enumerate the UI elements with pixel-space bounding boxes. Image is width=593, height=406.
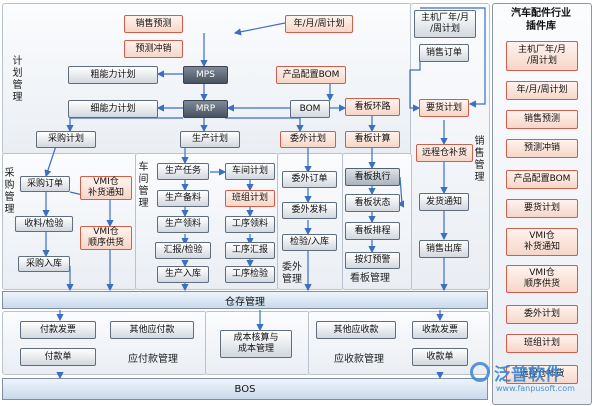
- outsource-order-box[interactable]: 委外订单: [282, 171, 337, 188]
- andon-alert-box[interactable]: 按灯预警: [345, 252, 400, 269]
- plugin-team-plan[interactable]: 班组计划: [506, 334, 578, 353]
- receivables-label: 应收款管理: [334, 354, 384, 365]
- kanban-loop-box[interactable]: 看板环路: [345, 98, 400, 116]
- production-task-box[interactable]: 生产任务: [157, 163, 209, 180]
- payables-label: 应付款管理: [128, 354, 178, 365]
- plugin-remote-replenish[interactable]: 远程仓补货: [506, 365, 578, 384]
- kanban-exec-box[interactable]: 看板执行: [345, 168, 400, 186]
- required-plan-box[interactable]: 要货计划: [419, 99, 469, 117]
- watermark-brand: 泛普软件: [494, 365, 562, 385]
- outsource-plan-box[interactable]: 委外计划: [280, 131, 336, 148]
- plugin-forecast-offset[interactable]: 预测冲销: [506, 139, 578, 158]
- sales-forecast-box[interactable]: 销售预测: [124, 15, 183, 33]
- watermark: 泛普软件 www.fanpusoft.com: [470, 360, 588, 404]
- purchasing-label: 采购管理: [4, 168, 15, 215]
- op-report-box[interactable]: 工序汇报: [225, 242, 275, 259]
- forecast-offset-box[interactable]: 预测冲销: [124, 40, 183, 58]
- planning-label: 计划管理: [12, 56, 23, 103]
- bos-bar[interactable]: BOS: [2, 378, 488, 400]
- plugin-vmi-notice[interactable]: VMI仓 补货通知: [506, 228, 578, 256]
- receive-inspect-box[interactable]: 收料/检验: [15, 216, 73, 232]
- workshop-label: 车间管理: [138, 162, 149, 209]
- plugin-vmi-supply[interactable]: VMI仓 顺序供货: [506, 265, 578, 293]
- watermark-url: www.fanpusoft.com: [496, 384, 575, 393]
- kanban-calc-box[interactable]: 看板计算: [345, 131, 400, 148]
- ymw-plan-box[interactable]: 年/月/周计划: [285, 15, 353, 33]
- vmi-supply-box[interactable]: VMI仓 顺序供货: [80, 226, 132, 250]
- product-config-bom-box[interactable]: 产品配置BOM: [276, 66, 346, 84]
- sales-outbound-box[interactable]: 销售出库: [419, 240, 469, 258]
- coarse-capacity-plan-box[interactable]: 粗能力计划: [68, 66, 158, 84]
- payment-invoice-box[interactable]: 付款发票: [20, 321, 96, 339]
- mrp-box[interactable]: MRP: [183, 100, 228, 118]
- mps-box[interactable]: MPS: [183, 66, 228, 84]
- plugin-sales-forecast[interactable]: 销售预测: [506, 110, 578, 129]
- sales-label: 销售管理: [474, 136, 485, 183]
- kanban-schedule-box[interactable]: 看板排程: [345, 222, 400, 240]
- receipt-voucher-box[interactable]: 收款单: [412, 348, 468, 366]
- plugin-library-title: 汽车配件行业 插件库: [511, 8, 571, 32]
- other-receivables-box[interactable]: 其他应收款: [316, 321, 396, 339]
- watermark-logo-icon: [470, 362, 490, 382]
- purchase-inbound-box[interactable]: 采购入库: [18, 256, 70, 272]
- warehouse-bar[interactable]: 仓存管理: [2, 291, 488, 309]
- op-inspect-box[interactable]: 工序检验: [225, 266, 275, 283]
- kanban-status-box[interactable]: 看板状态: [345, 194, 400, 212]
- kanban-label: 看板管理: [350, 273, 390, 284]
- plugin-oem-plan[interactable]: 主机厂年/月 /周计划: [506, 41, 578, 71]
- production-plan-box[interactable]: 生产计划: [180, 131, 240, 148]
- production-pick-box[interactable]: 生产领料: [157, 216, 209, 233]
- sales-order-box[interactable]: 销售订单: [419, 44, 469, 62]
- outsource-issue-box[interactable]: 委外发料: [282, 202, 337, 219]
- payment-voucher-box[interactable]: 付款单: [20, 348, 96, 366]
- receipt-invoice-box[interactable]: 收款发票: [412, 321, 468, 339]
- oem-plan-box[interactable]: 主机厂年/月 /周计划: [414, 10, 476, 38]
- shift-plan-box[interactable]: 车间计划: [225, 163, 275, 180]
- delivery-notice-box[interactable]: 发货通知: [419, 193, 469, 211]
- plugin-outsource-plan[interactable]: 委外计划: [506, 305, 578, 324]
- outsource-inspect-inbound-box[interactable]: 检验/入库: [282, 234, 337, 251]
- outsource-label: 委外管理: [282, 262, 302, 285]
- remote-replenish-box[interactable]: 远程仓补货: [416, 144, 473, 162]
- purchase-order-box[interactable]: 采购订单: [20, 176, 70, 192]
- plugin-ymw-plan[interactable]: 年/月/周计划: [506, 81, 578, 100]
- other-payables-box[interactable]: 其他应付款: [110, 321, 194, 339]
- team-plan-box[interactable]: 班组计划: [225, 190, 275, 207]
- plugin-product-config-bom[interactable]: 产品配置BOM: [506, 170, 578, 189]
- op-pick-box[interactable]: 工序领料: [225, 216, 275, 233]
- plugin-required-plan[interactable]: 要货计划: [506, 199, 578, 218]
- production-prep-box[interactable]: 生产备料: [157, 190, 209, 207]
- report-inspect-box[interactable]: 汇报/检验: [155, 242, 211, 259]
- purchase-plan-box[interactable]: 采购计划: [36, 131, 96, 148]
- production-inbound-box[interactable]: 生产入库: [157, 266, 209, 283]
- detail-capacity-plan-box[interactable]: 细能力计划: [68, 100, 158, 118]
- vmi-notice-box[interactable]: VMI仓 补货通知: [80, 176, 132, 200]
- costing-box[interactable]: 成本核算与 成本管理: [220, 330, 292, 358]
- bom-box[interactable]: BOM: [290, 100, 330, 118]
